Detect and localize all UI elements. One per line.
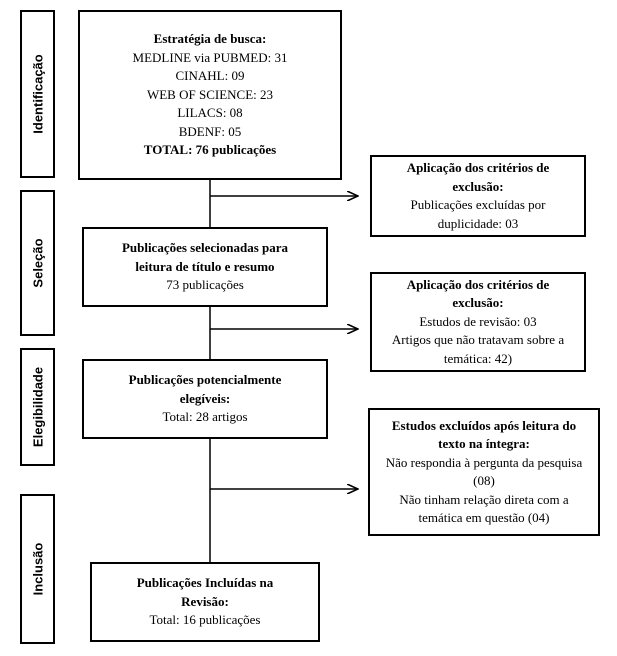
source-bdenf: BDENF: 05 [178, 123, 242, 139]
exclusion-box-3: Estudos excluídos após leitura do texto … [368, 408, 600, 536]
exclusion-2-title-1: Aplicação dos critérios de [406, 276, 550, 292]
included-title-2: Revisão: [181, 593, 229, 609]
screening-count: 73 publicações [166, 277, 244, 293]
exclusion-3-line-3: Não tinham relação direta com a [399, 491, 569, 507]
exclusion-3-title-1: Estudos excluídos após leitura do [391, 417, 577, 433]
eligibility-title-1: Publicações potencialmente [128, 372, 282, 388]
included-box: Publicações Incluídas na Revisão: Total:… [90, 562, 320, 642]
exclusion-3-line-4: temática em questão (04) [418, 510, 550, 525]
eligibility-box: Publicações potencialmente elegíveis: To… [82, 359, 328, 439]
screening-title-1: Publicações selecionadas para [121, 240, 289, 256]
exclusion-3-title-2: texto na íntegra: [438, 436, 530, 451]
eligibility-count: Total: 28 artigos [162, 409, 248, 425]
included-title-1: Publicações Incluídas na [136, 575, 274, 591]
source-wos: WEB OF SCIENCE: 23 [146, 86, 274, 102]
phase-identification: Identificação [20, 10, 55, 178]
exclusion-1-line-2: duplicidade: 03 [437, 215, 519, 231]
screening-title-2: leitura de título e resumo [135, 258, 275, 274]
exclusion-box-1: Aplicação dos critérios de exclusão: Pub… [370, 155, 586, 237]
exclusion-2-line-2: Artigos que não tratavam sobre a [391, 332, 565, 348]
identification-total: TOTAL: 76 publicações [143, 142, 277, 158]
exclusion-3-line-1: Não respondia à pergunta da pesquisa [385, 454, 583, 470]
exclusion-1-title-2: exclusão: [452, 178, 504, 194]
phase-eligibility: Elegibilidade [20, 348, 55, 466]
phase-inclusion: Inclusão [20, 494, 55, 644]
exclusion-box-2: Aplicação dos critérios de exclusão: Est… [370, 272, 586, 372]
exclusion-1-line-1: Publicações excluídas por [410, 197, 546, 212]
source-lilacs: LILACS: 08 [177, 105, 243, 121]
phase-selection: Seleção [20, 190, 55, 336]
identification-title: Estratégia de busca: [153, 31, 267, 47]
eligibility-title-2: elegíveis: [179, 390, 231, 406]
identification-box: Estratégia de busca: MEDLINE via PUBMED:… [78, 10, 342, 180]
source-cinahl: CINAHL: 09 [175, 68, 245, 84]
included-count: Total: 16 publicações [149, 612, 261, 628]
exclusion-2-title-2: exclusão: [452, 295, 504, 311]
exclusion-2-line-1: Estudos de revisão: 03 [419, 313, 537, 329]
exclusion-1-title-1: Aplicação dos critérios de [406, 160, 550, 175]
exclusion-3-line-2: (08) [473, 473, 495, 488]
screening-box: Publicações selecionadas para leitura de… [82, 227, 328, 307]
source-medline: MEDLINE via PUBMED: 31 [132, 49, 288, 65]
exclusion-2-line-3: temática: 42) [443, 350, 513, 366]
